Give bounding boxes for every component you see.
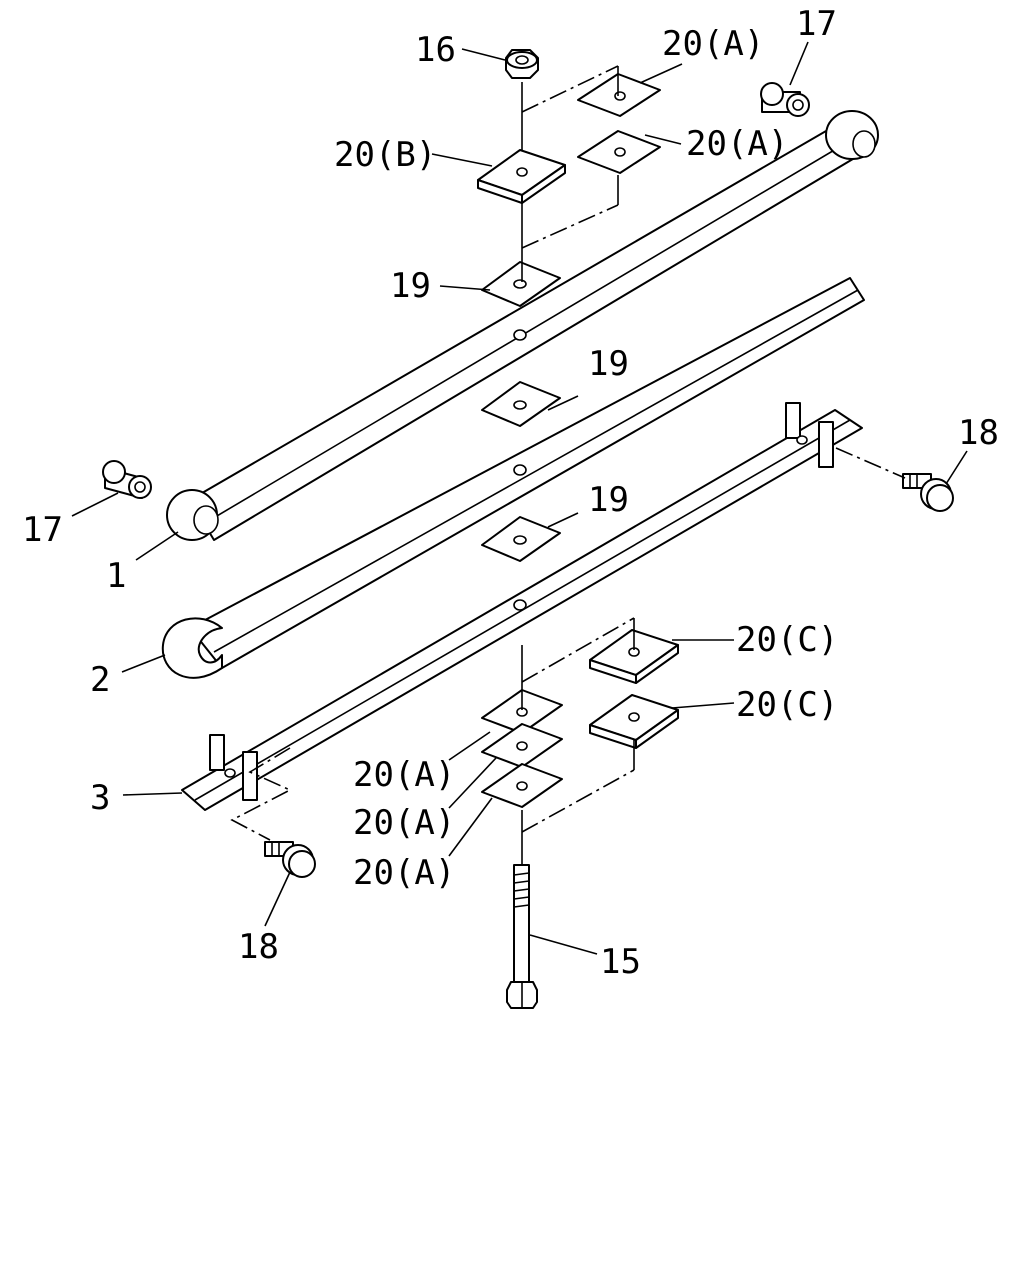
label-20c-1: 20(C) <box>736 620 838 660</box>
leaf-2 <box>161 277 865 679</box>
label-1: 1 <box>106 556 126 596</box>
label-20b: 20(B) <box>334 135 436 175</box>
label-20a-low-1: 20(A) <box>353 755 455 795</box>
label-20c-2: 20(C) <box>736 685 838 725</box>
assembly-lines <box>230 65 906 865</box>
bushing-17-left <box>102 460 152 499</box>
bolt-18-bottom <box>264 841 316 878</box>
shim-20c-1 <box>589 629 679 684</box>
shim-20a-upper <box>577 130 661 174</box>
label-19-low: 19 <box>588 480 629 520</box>
shim-20a-low-3 <box>481 763 563 808</box>
shim-20a-low-2 <box>481 723 563 768</box>
pad-19-top <box>481 261 561 307</box>
leaf-1 <box>166 110 879 541</box>
leaf-3 <box>181 402 863 811</box>
shim-20c-2 <box>589 694 679 749</box>
label-17-left: 17 <box>22 510 63 550</box>
label-19-top: 19 <box>390 266 431 306</box>
leader-lines <box>71 41 968 955</box>
bolt-18-right <box>902 473 954 512</box>
label-15: 15 <box>600 942 641 982</box>
pad-19-mid <box>481 381 561 427</box>
label-20a-low-2: 20(A) <box>353 803 455 843</box>
label-17-top: 17 <box>796 4 837 44</box>
shim-20a-top <box>577 73 661 117</box>
label-20a-top: 20(A) <box>662 24 764 64</box>
shim-20b <box>477 149 566 204</box>
callout-labels: 16 20(A) 17 20(B) 20(A) 19 19 19 18 17 1… <box>22 4 999 982</box>
pad-19-low <box>481 516 561 562</box>
label-19-mid: 19 <box>588 344 629 384</box>
label-3: 3 <box>90 778 110 818</box>
label-2: 2 <box>90 660 110 700</box>
label-16: 16 <box>415 30 456 70</box>
label-20a-upper: 20(A) <box>686 124 788 164</box>
bushing-17-top <box>760 82 810 117</box>
label-18-right: 18 <box>958 413 999 453</box>
label-18-bottom: 18 <box>238 927 279 967</box>
nut-16 <box>505 49 539 79</box>
label-20a-low-3: 20(A) <box>353 853 455 893</box>
